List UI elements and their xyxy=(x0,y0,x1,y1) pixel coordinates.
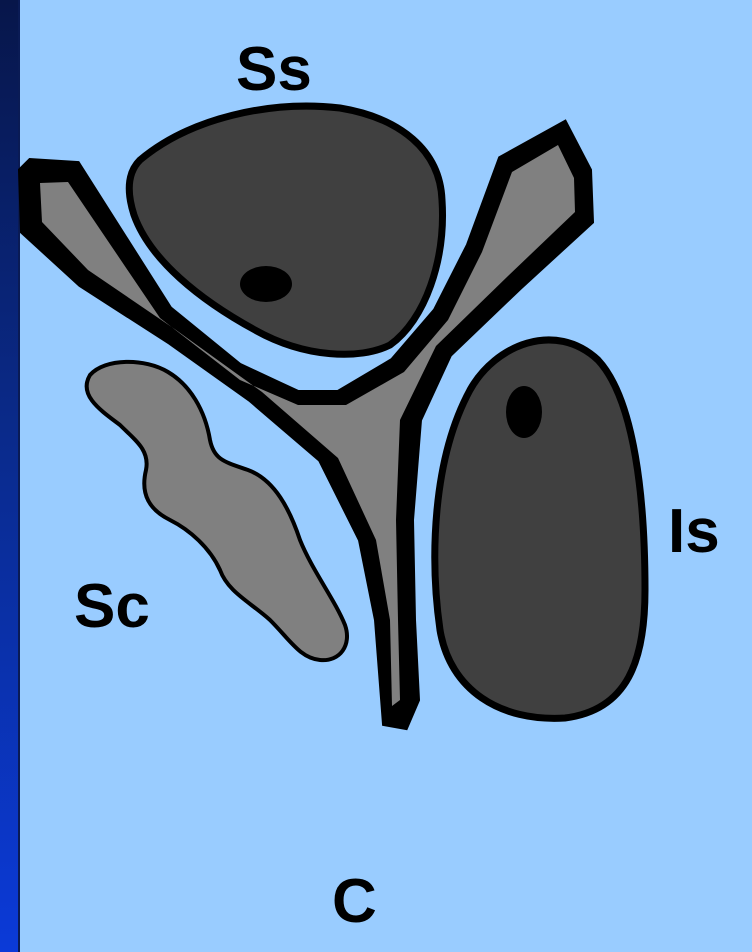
label-c: C xyxy=(332,867,377,936)
label-ss: Ss xyxy=(236,35,312,104)
label-is: Is xyxy=(668,497,720,566)
is-dot xyxy=(506,386,542,438)
label-sc: Sc xyxy=(74,572,150,641)
is-region xyxy=(435,340,645,718)
ss-dot xyxy=(240,266,292,302)
